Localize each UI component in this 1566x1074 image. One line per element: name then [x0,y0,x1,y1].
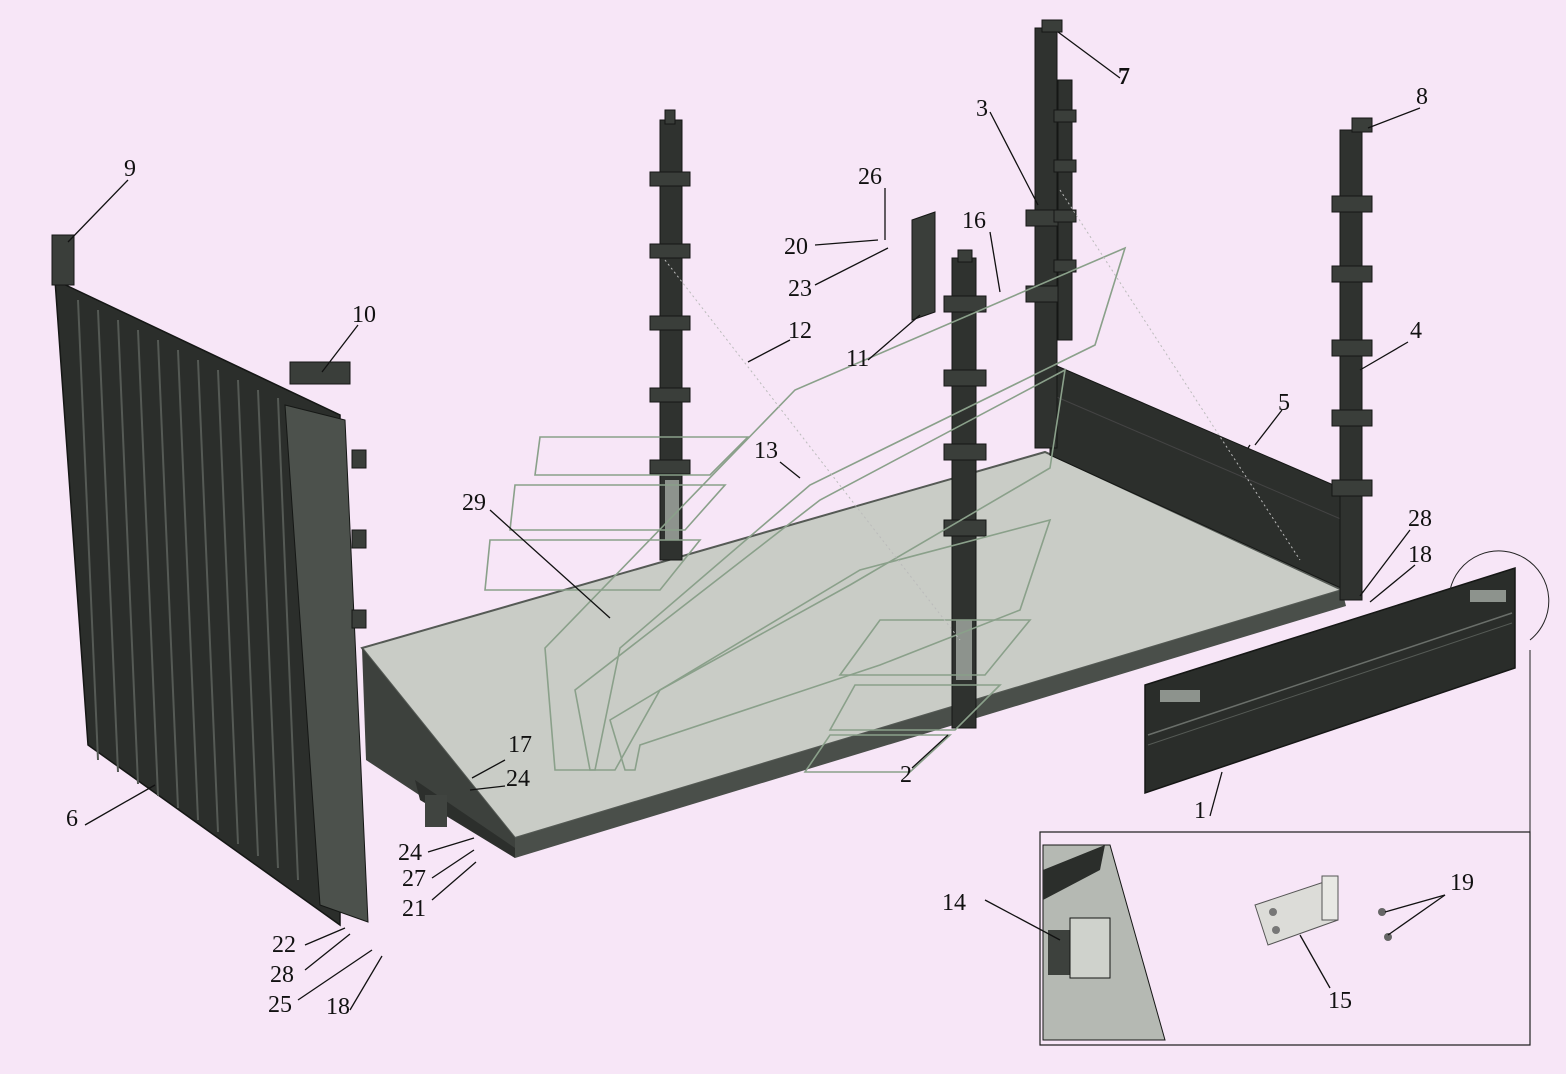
callout-11: 11 [846,346,869,372]
callout-28-right: 28 [1408,506,1432,532]
callout-3: 3 [976,96,988,122]
callout-20: 20 [784,234,808,260]
stake-insert [911,211,936,321]
callout-8: 8 [1416,84,1428,110]
tie-ropes [664,189,1301,641]
callout-24-upper: 24 [506,766,530,792]
callout-12: 12 [788,318,812,344]
callout-15: 15 [1328,988,1352,1014]
callout-18-right: 18 [1408,542,1432,568]
callout-23: 23 [788,276,812,302]
bolt-icon [1378,908,1392,941]
callout-21: 21 [402,896,426,922]
floor-logo-outline [484,246,1127,773]
callout-17: 17 [508,732,532,758]
callout-13: 13 [754,438,778,464]
callout-14: 14 [942,890,966,916]
callout-29: 29 [462,490,486,516]
callout-28-left: 28 [270,962,294,988]
callout-16: 16 [962,208,986,234]
callout-4: 4 [1410,318,1422,344]
leader-lines [67,31,1446,1011]
stake-front-middle [943,249,987,729]
detail-inset [1039,550,1550,1046]
callout-labels: 1 2 3 4 5 6 7 8 9 10 11 12 13 14 15 16 1… [66,64,1474,1020]
callout-19: 19 [1450,870,1474,896]
hinge-bracket [1254,875,1339,946]
platform-floor [360,450,1346,858]
stake-rear-right [1331,117,1373,601]
stake-rear-left [649,109,691,561]
front-board-panel [51,234,369,927]
callout-27: 27 [402,866,426,892]
callout-6: 6 [66,806,78,832]
callout-24-lower: 24 [398,840,422,866]
callout-5: 5 [1278,390,1290,416]
callout-1: 1 [1194,798,1206,824]
callout-18-left: 18 [326,994,350,1020]
callout-2: 2 [900,762,912,788]
side-board-panel [1144,566,1516,795]
callout-9: 9 [124,156,136,182]
callout-10: 10 [352,302,376,328]
callout-25: 25 [268,992,292,1018]
callout-22: 22 [272,932,296,958]
callout-26: 26 [858,164,882,190]
callout-7: 7 [1118,64,1130,90]
